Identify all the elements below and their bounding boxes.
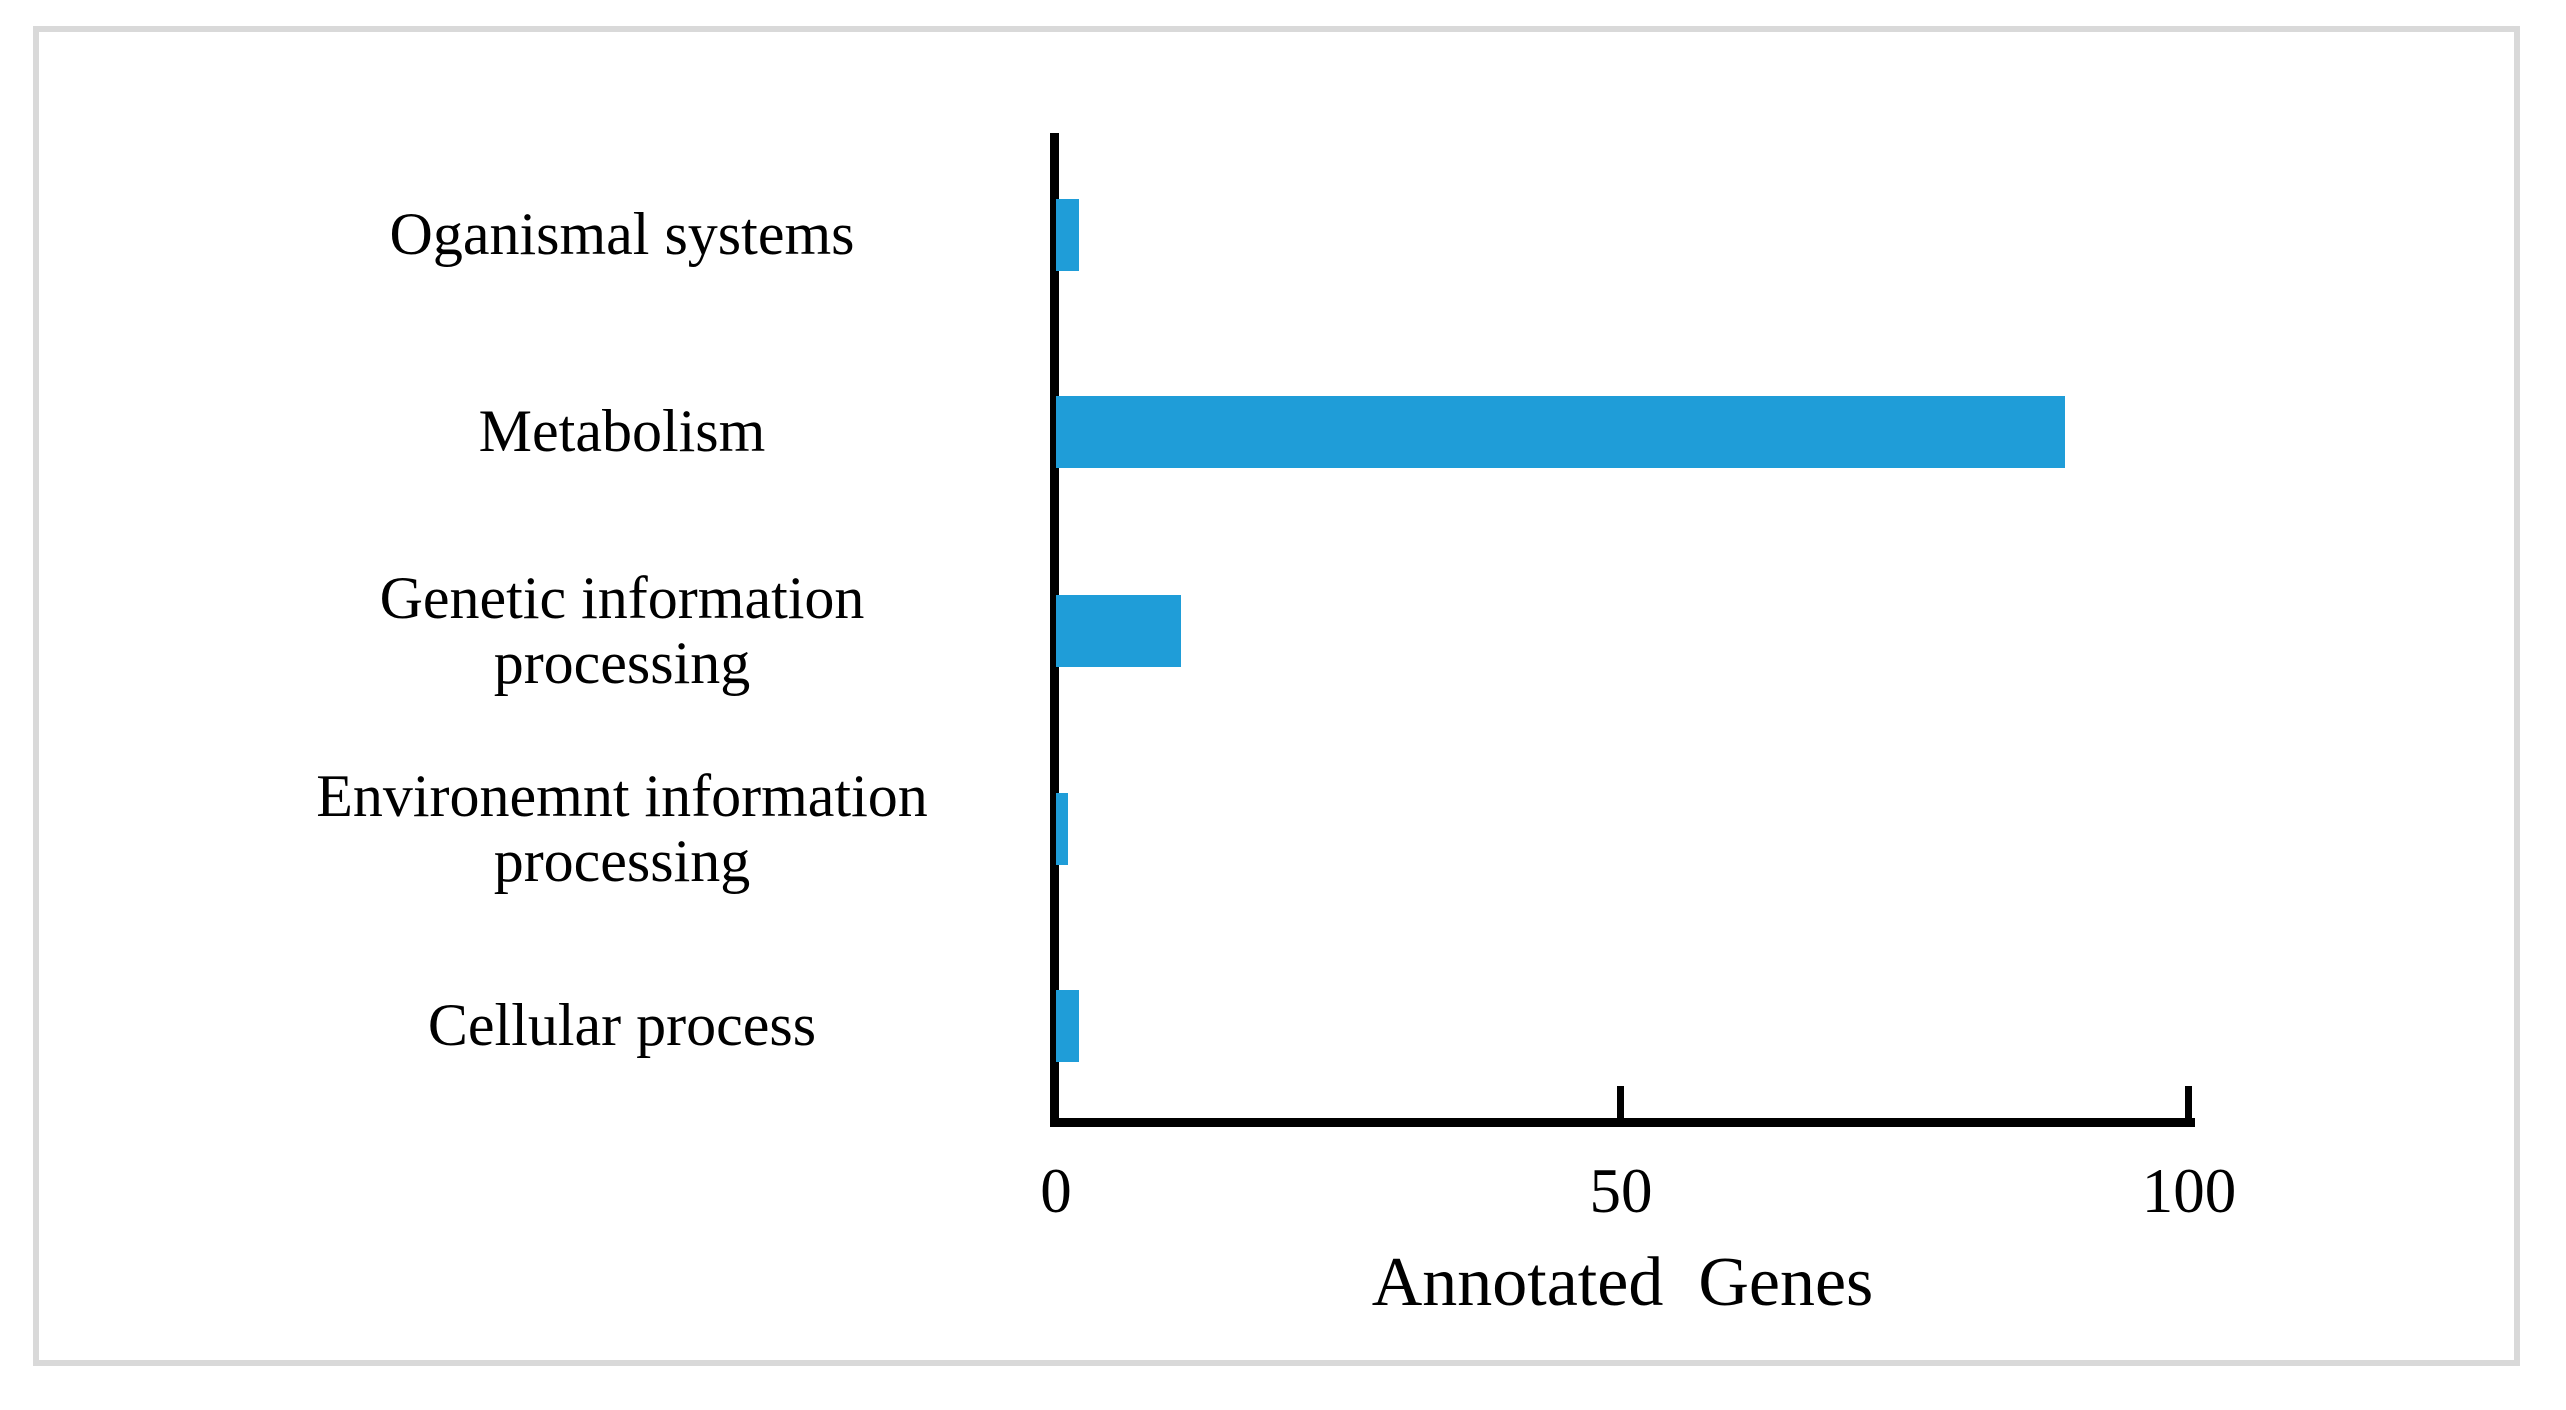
bar-cellular-process bbox=[1056, 990, 1079, 1062]
x-axis-tick-100 bbox=[2185, 1086, 2192, 1122]
category-label-genetic-information-processing: Genetic information processing bbox=[379, 565, 865, 696]
x-axis-tick-0 bbox=[1052, 1086, 1059, 1122]
x-axis-title: Annotated Genes bbox=[1371, 1244, 1874, 1321]
x-axis-line bbox=[1050, 1118, 2195, 1127]
bar-genetic-information-processing bbox=[1056, 595, 1181, 667]
x-axis-tick-50 bbox=[1617, 1086, 1624, 1122]
x-axis-tick-label-50: 50 bbox=[1589, 1156, 1653, 1226]
category-label-oganismal-systems: Oganismal systems bbox=[389, 201, 855, 267]
bar-oganismal-systems bbox=[1056, 199, 1079, 271]
y-axis-line bbox=[1050, 133, 1059, 1126]
bar-metabolism bbox=[1056, 396, 2065, 468]
category-label-environemnt-information-processing: Environemnt information processing bbox=[316, 763, 928, 894]
x-axis-tick-label-100: 100 bbox=[2141, 1156, 2237, 1226]
figure-border bbox=[33, 26, 2520, 1366]
category-label-cellular-process: Cellular process bbox=[427, 992, 817, 1058]
category-label-metabolism: Metabolism bbox=[478, 398, 766, 464]
x-axis-tick-label-0: 0 bbox=[1040, 1156, 1072, 1226]
bar-environemnt-information-processing bbox=[1056, 793, 1068, 865]
